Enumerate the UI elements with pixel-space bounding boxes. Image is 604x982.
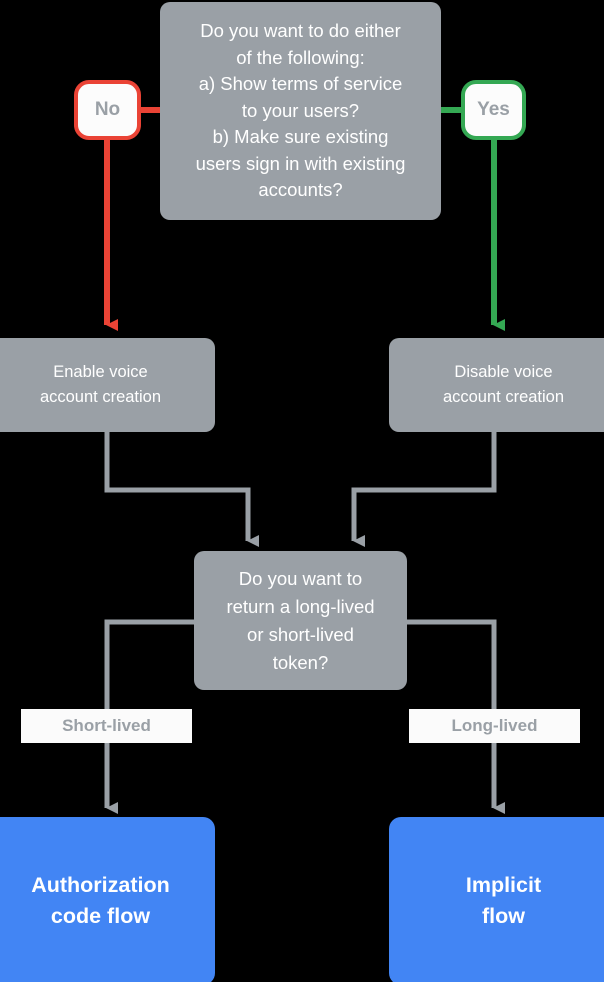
- decision-node-token-lifetime[interactable]: Do you want to return a long-lived or sh…: [194, 551, 407, 690]
- terminal-node-authorization-code-flow[interactable]: Authorization code flow: [0, 817, 215, 982]
- branch-badge-no[interactable]: No: [74, 80, 141, 140]
- decision-node-token-lifetime-label: Do you want to return a long-lived or sh…: [226, 567, 375, 673]
- edge-label-short-lived-text: Short-lived: [62, 716, 151, 735]
- edge-label-long-lived-text: Long-lived: [451, 716, 538, 735]
- branch-badge-yes[interactable]: Yes: [461, 80, 526, 140]
- terminal-node-implicit-flow[interactable]: Implicit flow: [389, 817, 604, 982]
- terminal-node-implicit-flow-label: Implicit flow: [465, 873, 542, 928]
- branch-badge-no-label: No: [94, 99, 121, 120]
- edge-token-to-authcode: [104, 619, 194, 814]
- process-node-enable-voice-account-creation[interactable]: Enable voice account creation: [0, 338, 215, 432]
- edge-label-long-lived: Long-lived: [409, 709, 580, 743]
- edge-token-to-implicit: [407, 619, 505, 814]
- edge-disable-to-token: [351, 432, 497, 547]
- process-node-disable-voice-account-creation[interactable]: Disable voice account creation: [389, 338, 604, 432]
- process-node-disable-voice-account-creation-label: Disable voice account creation: [442, 363, 565, 406]
- terminal-node-authorization-code-flow-label: Authorization code flow: [31, 873, 170, 928]
- branch-badge-yes-label: Yes: [477, 99, 510, 120]
- decision-node-terms-of-service-label: Do you want to do either of the followin…: [195, 20, 406, 201]
- edge-label-short-lived: Short-lived: [21, 709, 192, 743]
- edge-enable-to-token: [104, 432, 259, 547]
- process-node-enable-voice-account-creation-label: Enable voice account creation: [39, 363, 162, 406]
- decision-node-terms-of-service[interactable]: Do you want to do either of the followin…: [160, 2, 441, 220]
